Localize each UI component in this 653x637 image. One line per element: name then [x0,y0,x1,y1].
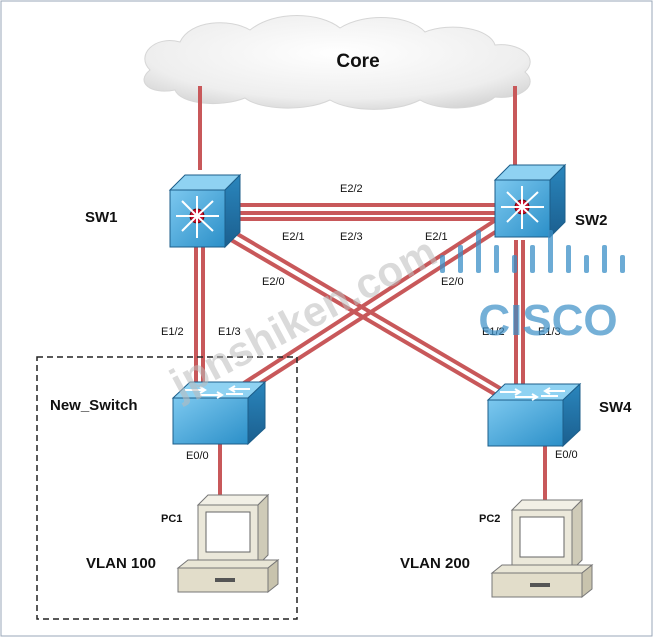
sw4-switch-icon [486,382,582,448]
port-e20-sw2: E2/0 [441,276,464,288]
port-e21-sw1: E2/1 [282,231,305,243]
new-switch-label: New_Switch [50,397,138,414]
vlan100-boundary-box [36,356,298,620]
sw2-label: SW2 [575,212,608,229]
vlan100-label: VLAN 100 [86,555,156,572]
core-cloud-icon [143,15,531,110]
pc2-icon [490,498,594,599]
sw2-multilayer-switch-icon [493,163,567,239]
port-e23: E2/3 [340,231,363,243]
pc1-icon [176,493,280,594]
link-sw1-sw4-b [212,228,505,401]
new-switch-icon [171,380,267,446]
link-sw2-newswitch-a [228,212,507,394]
port-e12-right: E1/2 [482,326,505,338]
port-e21-sw2: E2/1 [425,231,448,243]
cisco-watermark-text: CISCO [478,296,617,345]
sw1-label: SW1 [85,209,118,226]
port-e13-right: E1/3 [538,326,561,338]
link-sw2-newswitch-b [235,220,513,400]
port-e20-sw1: E2/0 [262,276,285,288]
cisco-logo-icon [440,230,625,273]
port-e13-left: E1/3 [218,326,241,338]
port-e00-left: E0/0 [186,450,209,462]
port-e00-right: E0/0 [555,449,578,461]
sw1-multilayer-switch-icon [168,173,242,249]
pc2-label: PC2 [479,513,500,525]
pc1-label: PC1 [161,513,182,525]
link-sw1-sw4-a [220,223,512,396]
port-e22: E2/2 [340,183,363,195]
port-e12-left: E1/2 [161,326,184,338]
core-label: Core [336,51,379,72]
vlan200-label: VLAN 200 [400,555,470,572]
sw4-label: SW4 [599,399,632,416]
